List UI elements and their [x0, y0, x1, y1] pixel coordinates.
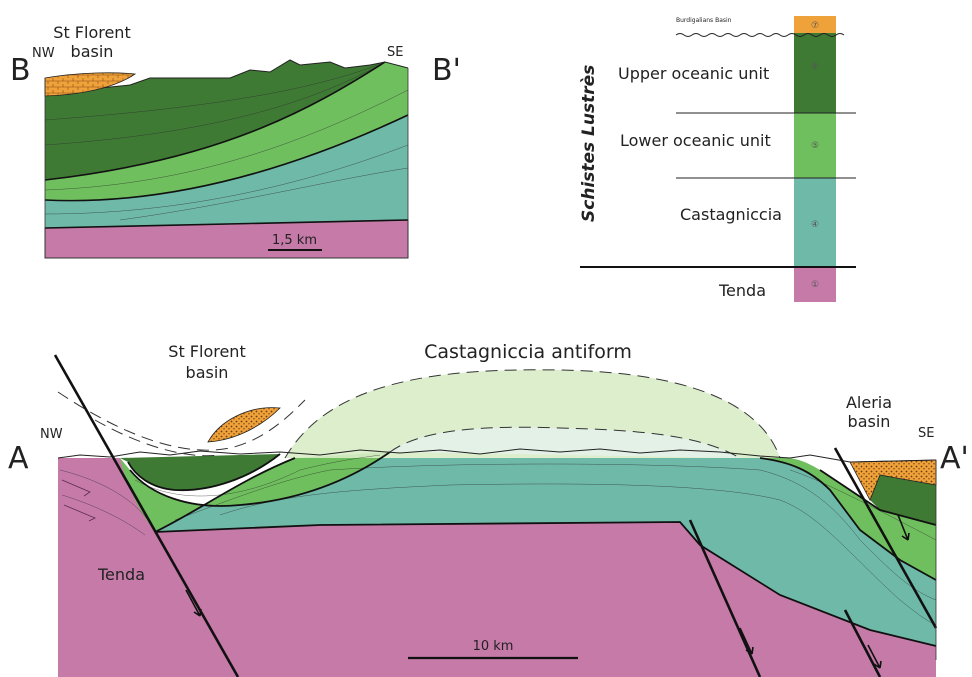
legend-unit-tenda-number: ① — [811, 280, 819, 290]
section-a-left-basin-label-2: basin — [186, 363, 229, 382]
section-b-basin-label-1: St Florent — [53, 23, 130, 42]
section-a-dir-right: SE — [918, 426, 934, 441]
section-b-dir-left: NW — [32, 46, 55, 61]
section-b-st-florent-basin-fill — [44, 72, 137, 97]
stratigraphic-legend: Schistes Lustrès Burdigalians Basin Uppe… — [579, 16, 856, 302]
section-b-upper-oceanic-layer — [45, 60, 385, 180]
section-a-antiform-label: Castagniccia antiform — [424, 341, 632, 363]
legend-basin-swatch — [794, 16, 836, 34]
legend-lower-oceanic-swatch — [794, 113, 836, 178]
legend-unit-tenda-label: Tenda — [718, 281, 766, 300]
section-b-start-letter: B — [10, 53, 31, 88]
legend-castagniccia-swatch — [794, 178, 836, 268]
legend-upper-oceanic-swatch — [794, 33, 836, 113]
section-a-tenda-layer — [58, 458, 936, 677]
section-b-cross-section: B NW St Florent basin SE B' 1,5 km — [10, 23, 461, 259]
legend-unit-castagniccia-label: Castagniccia — [680, 205, 782, 224]
section-a-upper-oceanic-layer-right — [870, 475, 936, 525]
section-a-right-basin-label-1: Aleria — [846, 393, 892, 412]
legend-basin-label: Burdigalians Basin — [676, 17, 732, 24]
section-a-lower-oceanic-layer — [120, 452, 390, 532]
legend-unit-upper-oceanic-number: ⑥ — [811, 62, 819, 72]
section-a-right-basin-label-2: basin — [848, 412, 891, 431]
legend-unconformity-line — [675, 33, 845, 37]
legend-unit-lower-oceanic-label: Lower oceanic unit — [620, 131, 771, 150]
legend-unit-upper-oceanic-label: Upper oceanic unit — [618, 64, 769, 83]
section-a-st-florent-basin-fill — [207, 407, 281, 443]
section-b-basin-label-2: basin — [71, 42, 114, 61]
section-b-castagniccia-layer — [45, 115, 408, 228]
section-a-end-letter: A' — [940, 441, 969, 476]
section-a-cross-section: A NW St Florent basin Castagniccia antif… — [8, 341, 969, 677]
section-a-dir-left: NW — [40, 427, 63, 442]
legend-tenda-swatch — [794, 268, 836, 302]
section-a-start-letter: A — [8, 441, 29, 476]
section-a-tenda-label: Tenda — [97, 565, 145, 584]
legend-group-label: Schistes Lustrès — [579, 65, 599, 222]
section-a-upper-oceanic-layer — [120, 454, 280, 491]
section-b-dir-right: SE — [387, 45, 403, 60]
section-a-scale-label: 10 km — [473, 639, 514, 654]
section-b-end-letter: B' — [432, 53, 461, 88]
legend-unit-lower-oceanic-number: ⑤ — [811, 141, 819, 151]
legend-basin-number: ⑦ — [811, 21, 819, 31]
section-a-faults — [53, 354, 938, 677]
legend-unit-castagniccia-number: ④ — [811, 220, 819, 230]
section-a-left-basin-label-1: St Florent — [168, 342, 245, 361]
section-b-scale-label: 1,5 km — [272, 233, 317, 248]
section-a-castagniccia-layer — [155, 458, 936, 646]
section-a-topography — [57, 448, 937, 463]
